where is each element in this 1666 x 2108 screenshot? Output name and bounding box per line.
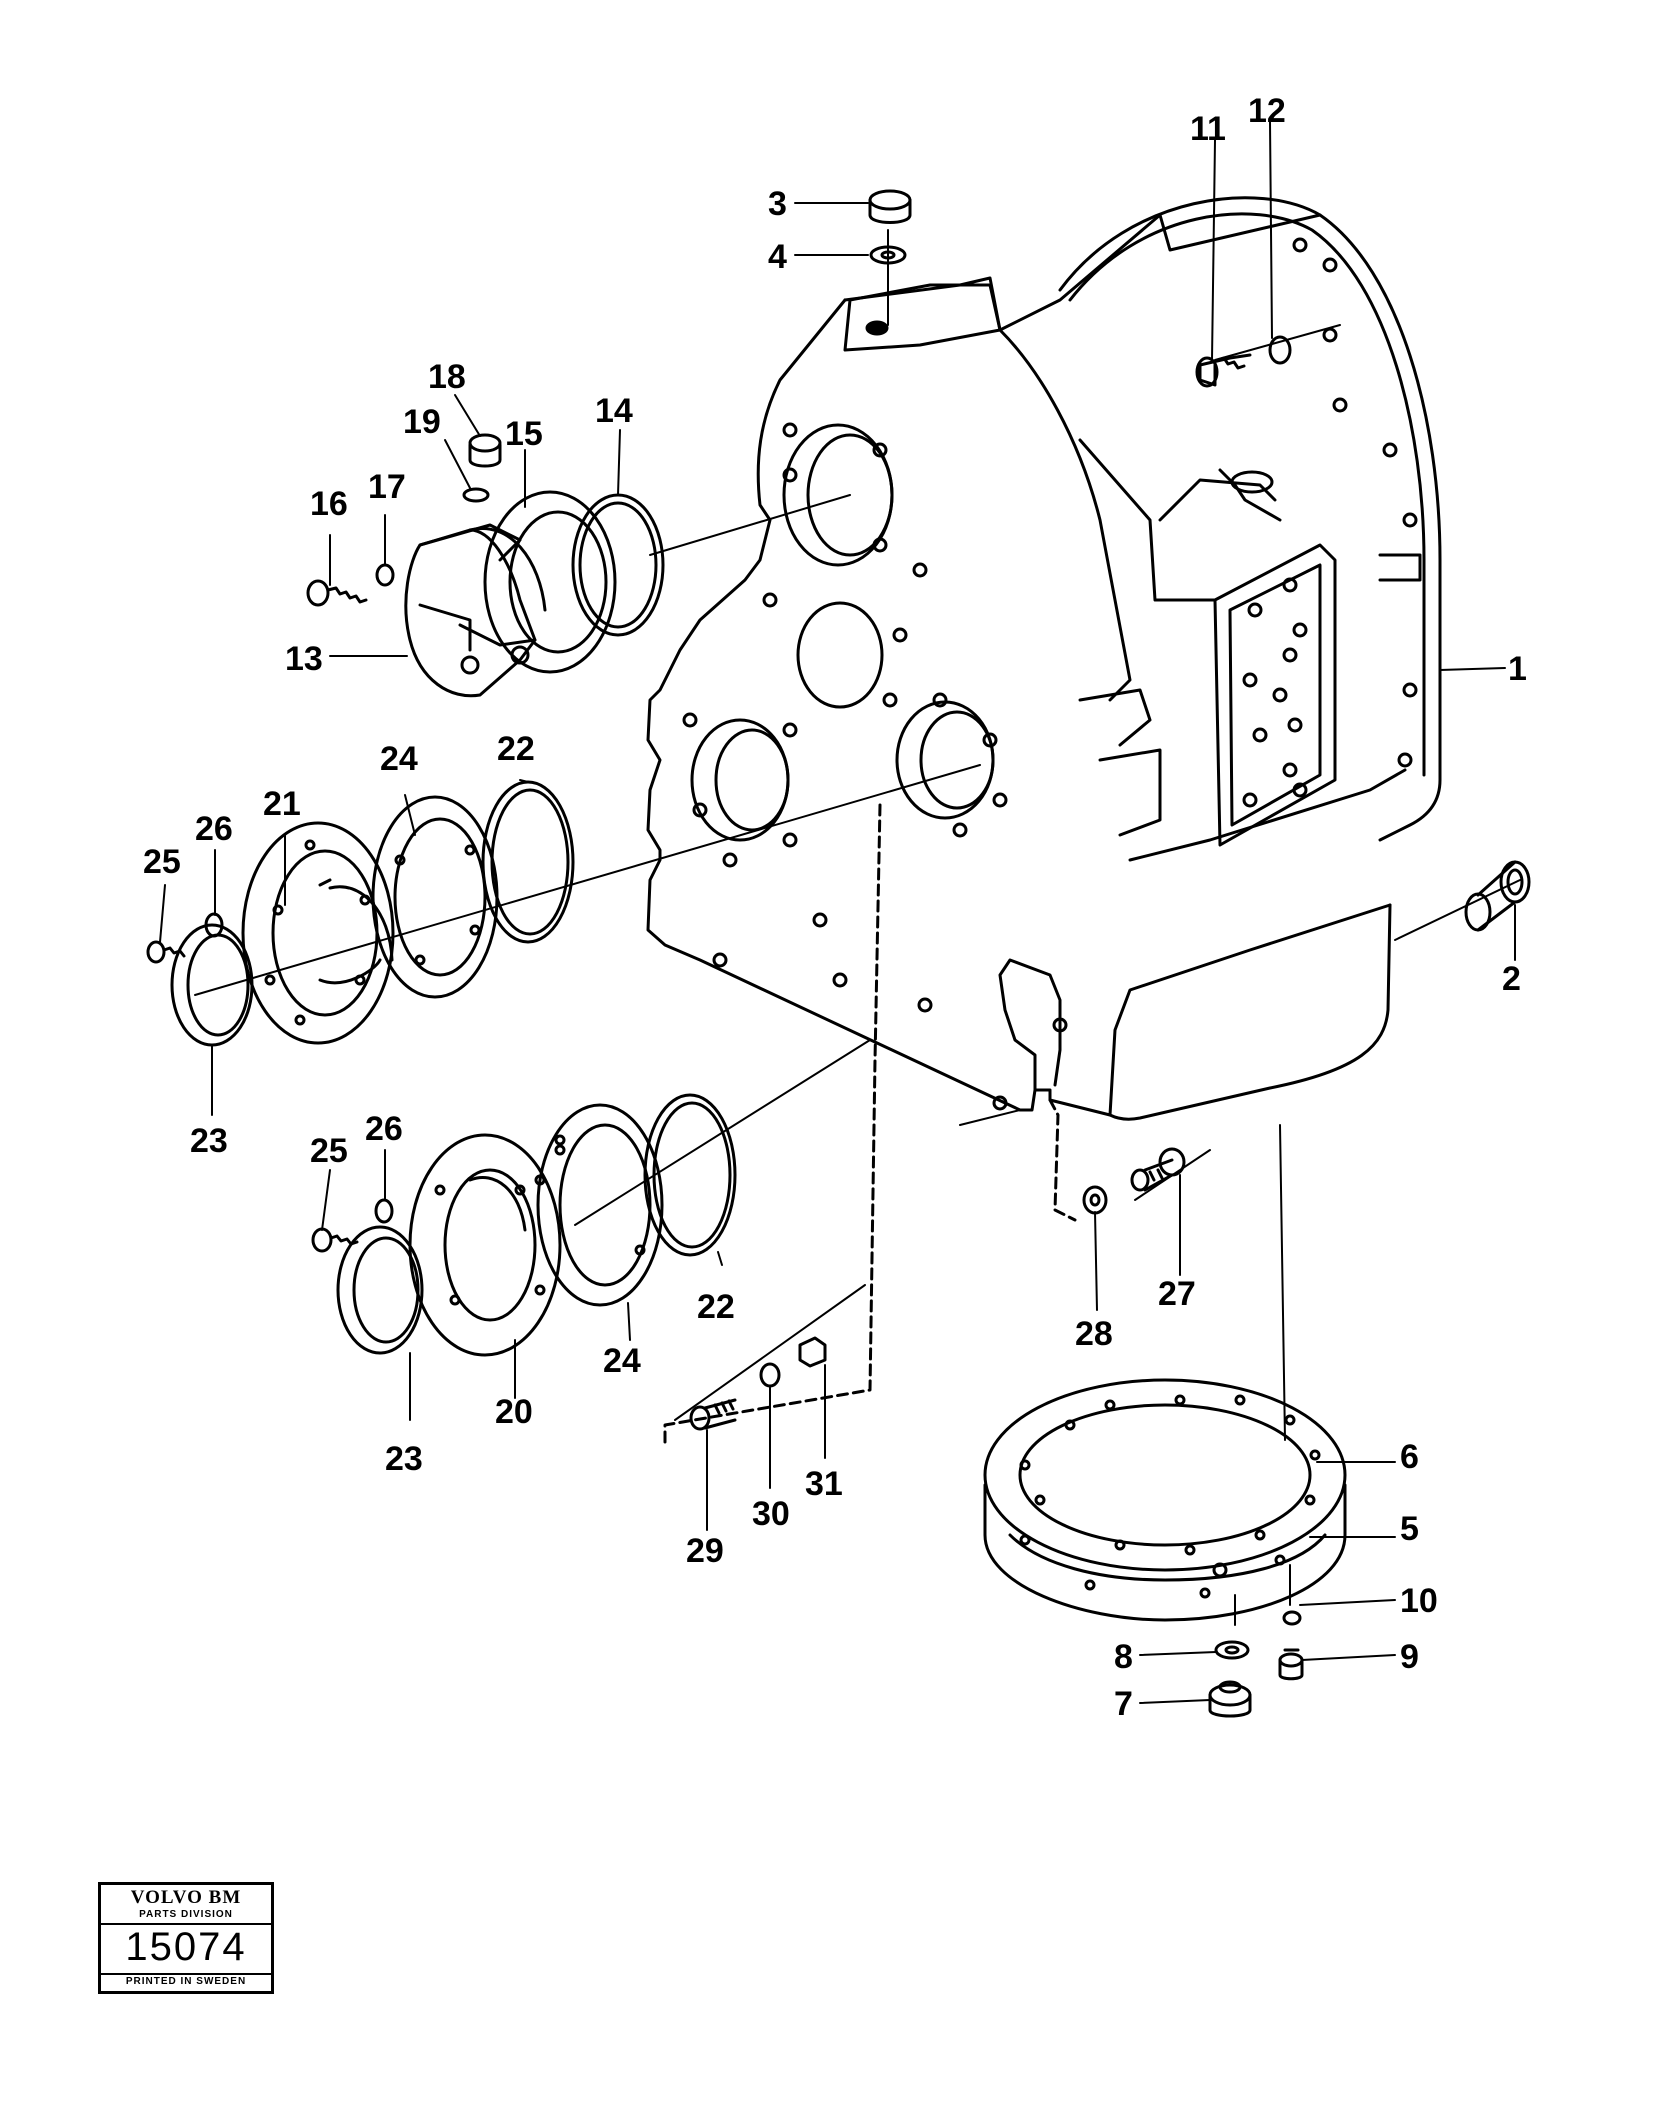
washer-30 bbox=[759, 1362, 781, 1388]
plug-3 bbox=[868, 189, 912, 224]
gasket-24-lower bbox=[536, 1103, 664, 1307]
callout-8: 8 bbox=[1114, 1638, 1133, 1676]
callout-13: 13 bbox=[285, 640, 323, 678]
gasket-24-upper bbox=[371, 795, 499, 999]
stamp-brand: VOLVO BM bbox=[130, 1887, 242, 1908]
o-ring-22-lower bbox=[643, 1093, 737, 1257]
o-ring-14 bbox=[571, 493, 665, 637]
callout-31: 31 bbox=[805, 1465, 843, 1503]
screw-27 bbox=[1130, 1147, 1186, 1192]
washer-4 bbox=[869, 245, 907, 265]
callout-19: 19 bbox=[403, 403, 441, 441]
callout-22a: 22 bbox=[497, 730, 535, 768]
dashed-lines bbox=[663, 803, 1077, 1447]
ring-6 bbox=[983, 1378, 1347, 1572]
callout-11: 11 bbox=[1190, 110, 1226, 148]
bushing-2 bbox=[1464, 860, 1531, 932]
washer-17 bbox=[375, 563, 395, 587]
washer-19 bbox=[462, 487, 490, 503]
callout-9: 9 bbox=[1400, 1638, 1419, 1676]
callout-leaders bbox=[159, 121, 1516, 1704]
callout-5: 5 bbox=[1400, 1510, 1419, 1548]
washer-10 bbox=[1282, 1610, 1302, 1626]
seal-23-upper bbox=[170, 923, 254, 1047]
callout-23a: 23 bbox=[190, 1122, 228, 1160]
stamp-number: 15074 bbox=[125, 1925, 247, 1969]
plug-7 bbox=[1208, 1680, 1252, 1718]
callout-16: 16 bbox=[310, 485, 348, 523]
stamp-printed: PRINTED IN SWEDEN bbox=[125, 1976, 247, 1987]
callout-4: 4 bbox=[768, 238, 787, 276]
flange-20 bbox=[408, 1133, 562, 1357]
callout-3: 3 bbox=[768, 185, 787, 223]
seal-23-lower bbox=[336, 1225, 424, 1355]
callout-26a: 26 bbox=[195, 810, 233, 848]
bolt-16 bbox=[306, 579, 368, 607]
flange-21 bbox=[241, 821, 395, 1045]
parts-division-stamp: VOLVO BM PARTS DIVISION 15074 PRINTED IN… bbox=[98, 1882, 274, 1994]
callout-18: 18 bbox=[428, 358, 466, 396]
stamp-division: PARTS DIVISION bbox=[139, 1909, 233, 1920]
bolt-25-upper bbox=[146, 940, 186, 964]
callout-15: 15 bbox=[505, 415, 543, 453]
callout-24a: 24 bbox=[380, 740, 418, 778]
callout-23b: 23 bbox=[385, 1440, 423, 1478]
callout-17: 17 bbox=[368, 468, 406, 506]
washer-26-lower bbox=[374, 1198, 394, 1224]
callout-2: 2 bbox=[1502, 960, 1521, 998]
nut-31 bbox=[798, 1336, 827, 1368]
screw-9 bbox=[1278, 1648, 1304, 1681]
transmission-housing bbox=[646, 196, 1442, 1121]
callout-25a: 25 bbox=[143, 843, 181, 881]
cover-13 bbox=[404, 523, 547, 698]
callout-21: 21 bbox=[263, 785, 301, 823]
callout-14: 14 bbox=[595, 392, 633, 430]
stamp-divider bbox=[101, 1923, 271, 1925]
ring-5 bbox=[983, 1483, 1347, 1622]
callout-6: 6 bbox=[1400, 1438, 1419, 1476]
o-ring-22-upper bbox=[481, 780, 575, 944]
callout-20: 20 bbox=[495, 1393, 533, 1431]
washer-12 bbox=[1268, 335, 1292, 365]
callout-22b: 22 bbox=[697, 1288, 735, 1326]
washer-8 bbox=[1214, 1640, 1250, 1660]
callout-10: 10 bbox=[1400, 1582, 1438, 1620]
callout-26b: 26 bbox=[365, 1110, 403, 1148]
callout-27: 27 bbox=[1158, 1275, 1196, 1313]
callout-1: 1 bbox=[1508, 650, 1527, 688]
stamp-divider bbox=[101, 1973, 271, 1975]
callout-29: 29 bbox=[686, 1532, 724, 1570]
callout-28: 28 bbox=[1075, 1315, 1113, 1353]
callout-24b: 24 bbox=[603, 1342, 641, 1380]
plug-18 bbox=[468, 433, 502, 468]
callout-12: 12 bbox=[1248, 92, 1286, 130]
stud-29 bbox=[689, 1398, 737, 1431]
bolt-11 bbox=[1195, 353, 1252, 388]
gasket-15 bbox=[483, 490, 617, 674]
callout-30: 30 bbox=[752, 1495, 790, 1533]
washer-28 bbox=[1082, 1185, 1108, 1215]
callout-7: 7 bbox=[1114, 1685, 1133, 1723]
callout-25b: 25 bbox=[310, 1132, 348, 1170]
